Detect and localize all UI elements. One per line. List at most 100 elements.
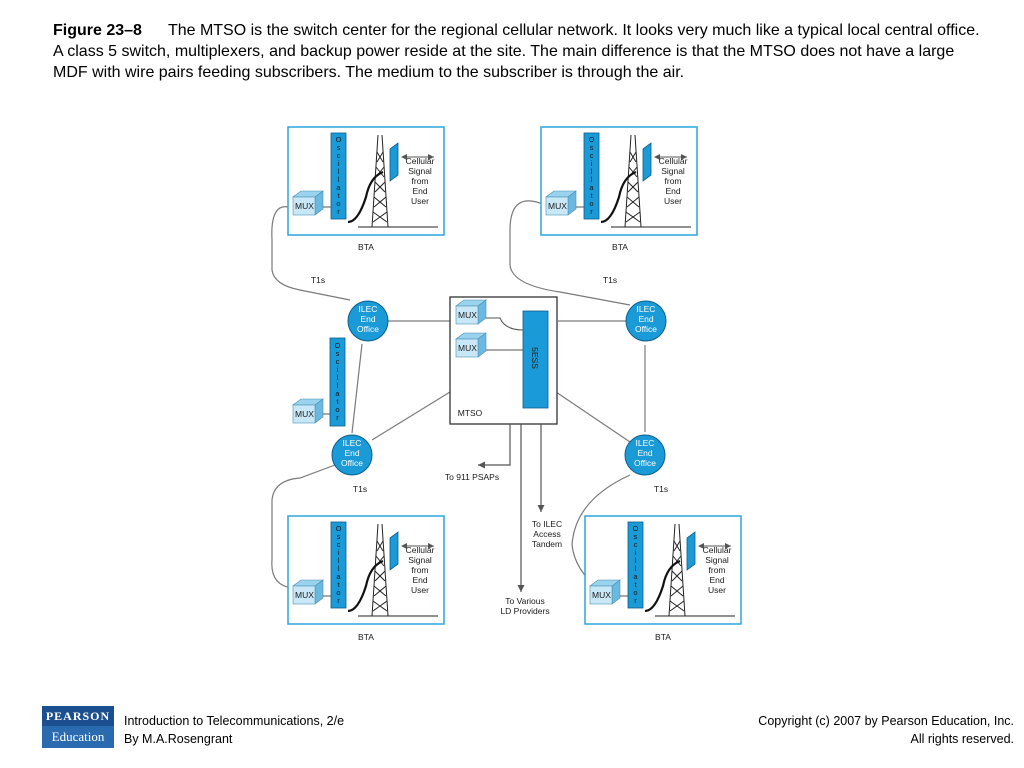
oscillator-letter: t — [590, 191, 593, 200]
antenna-panel — [642, 142, 652, 182]
oscillator-letter: a — [335, 389, 340, 398]
label-line: User — [664, 196, 682, 206]
oscillator-letter: i — [338, 159, 340, 168]
book-author: By M.A.Rosengrant — [124, 732, 233, 746]
bta-label-top-right: BTA — [612, 242, 628, 252]
oscillator-letter: r — [336, 413, 339, 422]
label-line: End — [412, 186, 427, 196]
label-line: Cellular — [703, 545, 732, 555]
pearson-logo: PEARSON Education — [42, 706, 114, 748]
mtso-label: MTSO — [458, 408, 483, 418]
rights-text: All rights reserved. — [910, 732, 1014, 746]
standalone-mux: MUX — [292, 398, 324, 424]
bta-box — [540, 126, 698, 236]
oscillator-letter: l — [338, 167, 340, 176]
tower-icon — [611, 134, 691, 228]
svg-text:MUX: MUX — [295, 201, 314, 211]
svg-text:MUX: MUX — [548, 201, 567, 211]
oscillator-letter: o — [589, 199, 593, 208]
tower-icon — [655, 523, 735, 617]
oscillator-letter: c — [336, 357, 340, 366]
label-line: Access — [533, 529, 560, 539]
svg-text:MUX: MUX — [295, 409, 314, 419]
label-line: User — [411, 196, 429, 206]
oscillator-letter: l — [591, 175, 593, 184]
tower-icon — [358, 523, 438, 617]
t1s-label-bottom-left: T1s — [353, 484, 367, 494]
oscillator-letter: s — [590, 143, 594, 152]
svg-text:MUX: MUX — [458, 343, 477, 353]
5ess-label: 5ESS — [530, 347, 540, 369]
antenna-panel — [389, 142, 399, 182]
mtso-mux-2: MUX — [455, 332, 487, 358]
oscillator-letter: l — [591, 167, 593, 176]
oscillator-letter: O — [589, 135, 595, 144]
book-title: Introduction to Telecommunications, 2/e — [124, 714, 345, 728]
svg-text:MUX: MUX — [458, 310, 477, 320]
oscillator-letter: o — [336, 199, 340, 208]
copyright-text: Copyright (c) 2007 by Pearson Education,… — [758, 714, 1014, 728]
oscillator-letter: a — [336, 183, 341, 192]
oscillator — [330, 521, 347, 609]
to-911-label: To 911 PSAPs — [445, 472, 499, 482]
link-mtso-ilec-br — [555, 391, 631, 443]
oscillator-letter: r — [590, 207, 593, 216]
oscillator-letter: l — [635, 564, 637, 573]
label-line: Cellular — [406, 156, 435, 166]
oscillator-letter: O — [336, 135, 342, 144]
svg-text:MUX: MUX — [592, 590, 611, 600]
oscillator-letter: c — [590, 151, 594, 160]
caption-text: The MTSO is the switch center for the re… — [53, 22, 980, 81]
oscillator-letter: i — [337, 365, 339, 374]
label-line: Signal — [705, 555, 729, 565]
tower-icon — [358, 134, 438, 228]
bta-label-bottom-left: BTA — [358, 632, 374, 642]
bta-box — [287, 515, 445, 625]
oscillator-letter: r — [337, 207, 340, 216]
oscillator-letter: l — [635, 556, 637, 565]
oscillator — [330, 132, 347, 220]
t1s-label-top-left: T1s — [311, 275, 325, 285]
oscillator-letter: o — [633, 588, 637, 597]
5ess-switch — [522, 310, 549, 409]
oscillator-letter: l — [337, 381, 339, 390]
oscillator-letter: o — [336, 588, 340, 597]
logo-top: PEARSON — [42, 706, 114, 726]
bta-box — [584, 515, 742, 625]
oscillator-letter: s — [634, 532, 638, 541]
oscillator-letter: a — [336, 572, 341, 581]
outbound-arrows — [478, 424, 545, 592]
label-line: LD Providers — [500, 606, 549, 616]
oscillator-letter: t — [337, 191, 340, 200]
mux-unit: MUX — [545, 190, 577, 216]
footer-copyright: Copyright (c) 2007 by Pearson Education,… — [758, 712, 1014, 748]
oscillator-letter: t — [337, 580, 340, 589]
oscillator-letter: t — [634, 580, 637, 589]
label-line: To Various — [505, 596, 545, 606]
label-line: Signal — [408, 555, 432, 565]
mtso-mux-1: MUX — [455, 299, 487, 325]
oscillator-letter: O — [336, 524, 342, 533]
t1s-label-bottom-right: T1s — [654, 484, 668, 494]
oscillator-letter: i — [635, 548, 637, 557]
oscillator — [627, 521, 644, 609]
t1-line-top-left — [271, 206, 351, 301]
label-line: End — [665, 186, 680, 196]
feeder-cable — [644, 559, 681, 613]
svg-text:MUX: MUX — [295, 590, 314, 600]
oscillator-letter: l — [338, 564, 340, 573]
oscillator-letter: o — [335, 405, 339, 414]
oscillator-letter: c — [337, 151, 341, 160]
bta-label-bottom-right: BTA — [655, 632, 671, 642]
